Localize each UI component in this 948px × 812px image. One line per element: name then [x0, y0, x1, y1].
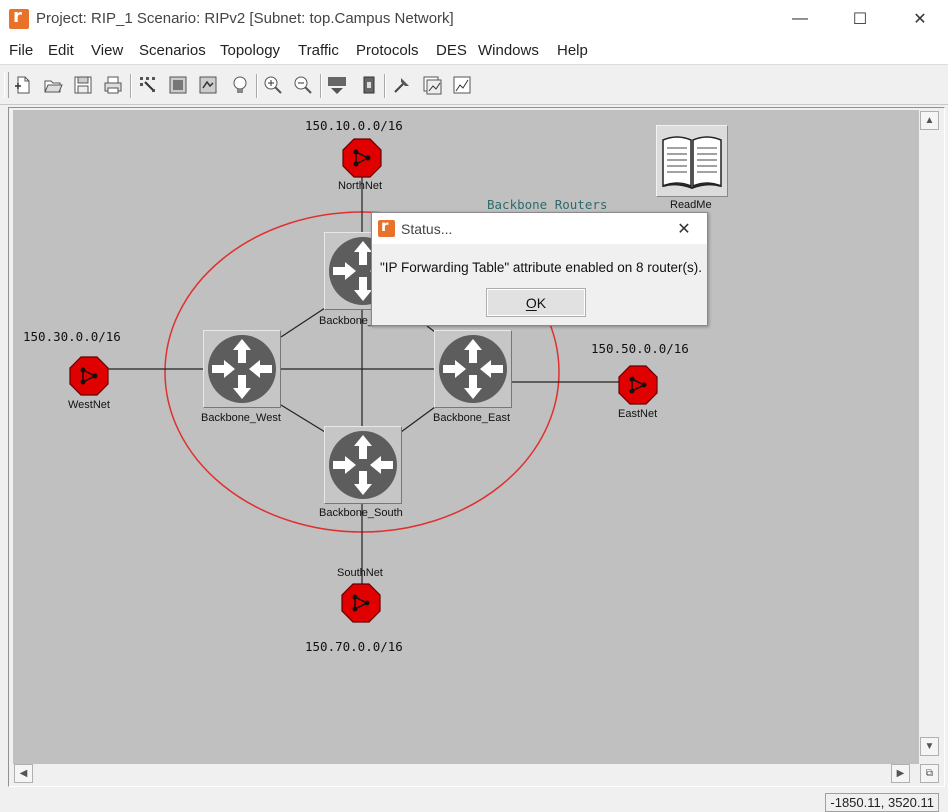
menu-edit[interactable]: Edit: [48, 42, 74, 59]
status-bar: -1850.11, 3520.11: [0, 788, 948, 812]
readme-book-icon[interactable]: [656, 125, 728, 197]
menu-help[interactable]: Help: [557, 42, 588, 59]
backbone-west-label: Backbone_West: [201, 412, 281, 424]
coordinates-readout: -1850.11, 3520.11: [825, 793, 939, 812]
scroll-right-button[interactable]: ▶: [891, 764, 910, 783]
menu-des[interactable]: DES: [436, 42, 467, 59]
menu-scenarios[interactable]: Scenarios: [139, 42, 206, 59]
app-logo-icon: [9, 6, 29, 29]
hide-graphs-icon[interactable]: [451, 74, 473, 96]
menu-bar: File Edit View Scenarios Topology Traffi…: [0, 38, 948, 65]
westnet-subnet-icon[interactable]: [69, 356, 109, 396]
westnet-address: 150.30.0.0/16: [23, 329, 121, 344]
dialog-title-bar[interactable]: Status... ✕: [372, 213, 707, 244]
status-dialog: Status... ✕ "IP Forwarding Table" attrib…: [371, 212, 708, 326]
dialog-app-icon: [378, 217, 395, 237]
open-icon[interactable]: [42, 74, 64, 96]
zoom-to-fit-icon[interactable]: ⧉: [920, 764, 939, 783]
eastnet-address: 150.50.0.0/16: [591, 341, 689, 356]
network-canvas[interactable]: 150.10.0.0/16 NorthNet Backbone Routers …: [13, 110, 919, 764]
link-east-south[interactable]: [400, 406, 436, 433]
southnet-address: 150.70.0.0/16: [305, 639, 403, 654]
view-results-icon[interactable]: [421, 74, 443, 96]
toolbar-separator: [256, 74, 258, 98]
westnet-label: WestNet: [68, 399, 110, 411]
menu-windows[interactable]: Windows: [478, 42, 539, 59]
southnet-label: SouthNet: [337, 567, 383, 579]
print-icon[interactable]: [102, 74, 124, 96]
backbone-west-router[interactable]: [203, 330, 281, 408]
backbone-south-router[interactable]: [324, 426, 402, 504]
ace-icon[interactable]: [326, 74, 348, 96]
toolbar-separator: [130, 74, 132, 98]
menu-file[interactable]: File: [9, 42, 34, 59]
northnet-address: 150.10.0.0/16: [305, 118, 403, 133]
title-bar: Project: RIP_1 Scenario: RIPv2 [Subnet: …: [0, 0, 948, 38]
menu-view[interactable]: View: [91, 42, 124, 59]
configure-icon[interactable]: [167, 74, 189, 96]
backbone-east-label: Backbone_East: [433, 412, 511, 424]
northnet-subnet-icon[interactable]: [342, 138, 382, 178]
maximize-button[interactable]: ☐: [852, 11, 868, 28]
window-title: Project: RIP_1 Scenario: RIPv2 [Subnet: …: [36, 10, 454, 27]
menu-topology[interactable]: Topology: [220, 42, 281, 59]
fail-icon[interactable]: [358, 74, 380, 96]
eastnet-subnet-icon[interactable]: [618, 365, 658, 405]
backbone-south-label: Backbone_South: [319, 507, 403, 519]
dialog-title: Status...: [401, 221, 453, 237]
backbone-group-label: Backbone Routers: [487, 197, 608, 212]
backbone-east-router[interactable]: [434, 330, 512, 408]
southnet-subnet-icon[interactable]: [341, 583, 381, 623]
scroll-up-button[interactable]: ▲: [920, 111, 939, 130]
zoom-out-icon[interactable]: [292, 74, 314, 96]
link-north-east[interactable]: [426, 325, 436, 333]
eastnet-label: EastNet: [618, 408, 658, 420]
northnet-label: NorthNet: [338, 180, 383, 192]
zoom-in-icon[interactable]: [262, 74, 284, 96]
scroll-left-button[interactable]: ◀: [14, 764, 33, 783]
save-icon[interactable]: [72, 74, 94, 96]
link-west-south[interactable]: [280, 404, 326, 433]
minimize-button[interactable]: —: [792, 10, 808, 27]
dialog-message: "IP Forwarding Table" attribute enabled …: [380, 260, 703, 275]
object-palette-icon[interactable]: [137, 74, 159, 96]
toolbar-separator: [384, 74, 386, 98]
new-project-icon[interactable]: [12, 74, 34, 96]
network-links: [90, 159, 623, 600]
link-west-north[interactable]: [280, 307, 326, 338]
inspect-icon[interactable]: [229, 74, 251, 96]
toolbar-separator: [320, 74, 322, 98]
readme-label: ReadMe: [670, 199, 712, 211]
menu-protocols[interactable]: Protocols: [356, 42, 419, 59]
close-button[interactable]: ✕: [913, 11, 927, 28]
ok-mnemonic: O: [525, 294, 537, 311]
dialog-close-button[interactable]: ✕: [677, 221, 691, 238]
run-simulation-icon[interactable]: [391, 74, 413, 96]
vertical-scrollbar[interactable]: ▲ ▼: [919, 110, 940, 764]
duplicate-icon[interactable]: [197, 74, 219, 96]
scroll-down-button[interactable]: ▼: [920, 737, 939, 756]
toolbar-grip[interactable]: [4, 72, 9, 98]
horizontal-scrollbar[interactable]: ◀ ▶: [13, 764, 919, 784]
menu-traffic[interactable]: Traffic: [298, 42, 339, 59]
toolbar: [0, 66, 948, 105]
ok-rest: K: [536, 294, 547, 311]
